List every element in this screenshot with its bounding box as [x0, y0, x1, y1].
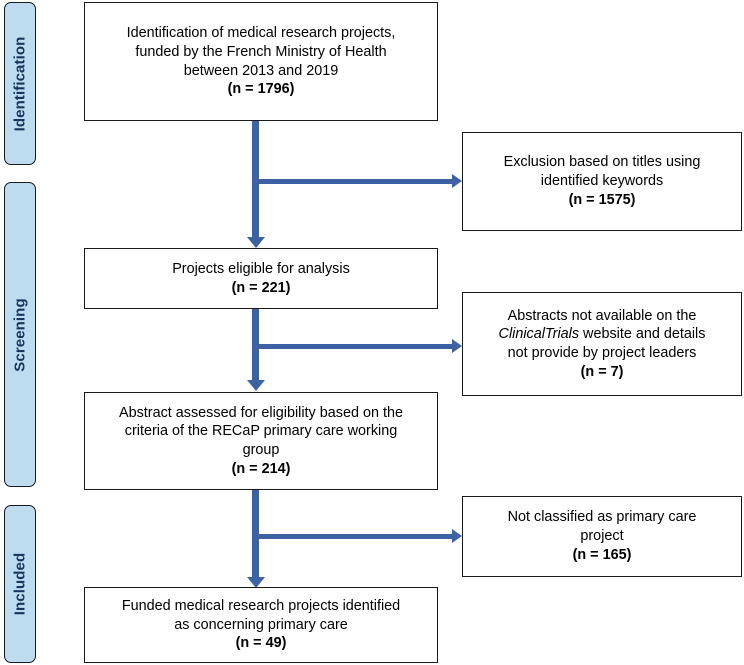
flow-box-identification-text: Identification of medical research proje… [127, 24, 396, 99]
arrow-down-to-eligible [246, 237, 265, 248]
stage-screening: Screening [4, 182, 36, 487]
connector-to-excluded-not-primary-care [256, 534, 454, 539]
arrow-down-to-included [246, 577, 265, 588]
included-line2: as concerning primary care [174, 616, 348, 633]
flow-box-identification: Identification of medical research proje… [84, 2, 438, 121]
flow-box-included: Funded medical research projects identif… [84, 587, 438, 663]
exclusion-box-excluded-abstracts-text: Abstracts not available on the ClinicalT… [499, 307, 706, 382]
connector-to-excluded-abstracts [256, 344, 454, 349]
identification-line1: Identification of medical research proje… [126, 25, 396, 42]
excluded-abstracts-line1: Abstracts not available on the [507, 307, 697, 324]
excluded-not-primary-care-line2: project [580, 528, 624, 545]
connector-abstract-to-included [252, 490, 259, 579]
stage-included-label: Included [11, 552, 29, 616]
abstract-assessed-line2: criteria of the RECaP primary care worki… [124, 423, 398, 440]
flow-box-eligible-text: Projects eligible for analysis (n = 221) [172, 260, 350, 297]
flow-box-eligible: Projects eligible for analysis (n = 221) [84, 248, 438, 309]
included-line1: Funded medical research projects identif… [121, 597, 401, 614]
exclusion-box-excluded-not-primary-care-text: Not classified as primary care project (… [508, 508, 697, 564]
abstract-assessed-line1: Abstract assessed for eligibility based … [119, 404, 403, 421]
abstract-assessed-line3: group [242, 442, 280, 458]
excluded-abstracts-italic: ClinicalTrials [498, 326, 580, 343]
flow-box-included-text: Funded medical research projects identif… [122, 597, 400, 653]
identification-line3: between 2013 and 2019 [183, 62, 339, 79]
stage-identification-label: Identification [11, 36, 29, 131]
arrow-right-to-excluded-titles [452, 174, 462, 188]
excluded-abstracts-line3: not provide by project leaders [507, 345, 697, 361]
flow-box-abstract-assessed: Abstract assessed for eligibility based … [84, 392, 438, 490]
exclusion-box-excluded-not-primary-care: Not classified as primary care project (… [462, 496, 742, 577]
stage-identification: Identification [4, 2, 36, 165]
connector-eligible-to-abstract [252, 309, 259, 382]
excluded-titles-line2: identified keywords [540, 173, 664, 190]
excluded-titles-line1: Exclusion based on titles using [503, 154, 701, 171]
abstract-assessed-count: (n = 214) [231, 460, 291, 477]
stage-included: Included [4, 505, 36, 663]
excluded-not-primary-care-count: (n = 165) [572, 546, 632, 563]
connector-to-excluded-titles [256, 179, 454, 184]
eligible-line1: Projects eligible for analysis [172, 260, 350, 277]
stage-screening-label: Screening [11, 297, 29, 372]
excluded-abstracts-count: (n = 7) [580, 363, 624, 380]
excluded-abstracts-post: website and details [579, 326, 706, 343]
exclusion-box-excluded-titles-text: Exclusion based on titles using identifi… [504, 153, 701, 209]
arrow-down-to-abstract [246, 380, 265, 391]
eligible-count: (n = 221) [231, 279, 291, 296]
identification-line2: funded by the French Ministry of Health [135, 43, 387, 60]
flow-box-abstract-assessed-text: Abstract assessed for eligibility based … [119, 404, 403, 479]
arrow-right-to-excluded-not-primary-care [452, 529, 462, 543]
exclusion-box-excluded-abstracts: Abstracts not available on the ClinicalT… [462, 292, 742, 396]
excluded-titles-count: (n = 1575) [568, 191, 636, 208]
identification-count: (n = 1796) [227, 81, 295, 98]
included-count: (n = 49) [235, 635, 287, 652]
exclusion-box-excluded-titles: Exclusion based on titles using identifi… [462, 132, 742, 231]
excluded-not-primary-care-line1: Not classified as primary care [507, 509, 697, 526]
connector-identification-to-eligible [252, 121, 259, 239]
arrow-right-to-excluded-abstracts [452, 339, 462, 353]
